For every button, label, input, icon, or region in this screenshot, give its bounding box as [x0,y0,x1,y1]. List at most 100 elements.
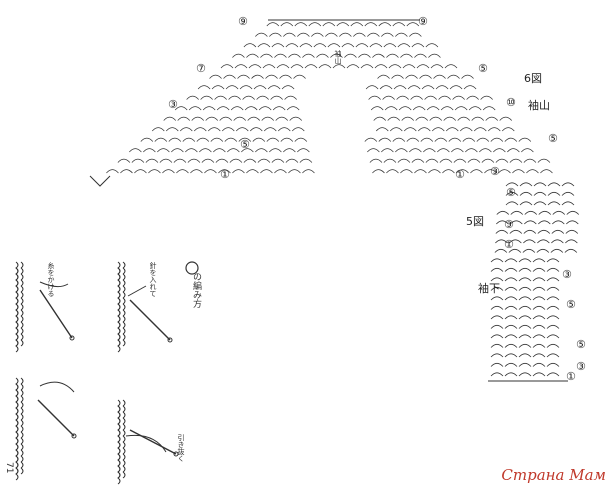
shell-stitch [204,169,217,174]
shell-stitch [532,267,546,272]
shell-stitch [196,137,210,142]
shell-stitch [411,158,425,163]
shell-stitch [280,137,294,142]
shell-stitch [519,182,533,187]
shell-stitch [350,22,364,27]
row-mark: ③ [576,360,586,373]
stitch-column-link [20,339,24,347]
shell-stitch [504,353,518,358]
stitch-column-link [20,267,24,275]
shell-stitch [284,95,297,100]
stitch-column-link [122,309,126,317]
shell-stitch [325,32,338,37]
shell-stitch [171,148,184,153]
shell-stitch [512,169,525,174]
stitch-column-link [20,321,24,329]
stitch-column-link [122,285,126,293]
shell-stitch [504,267,518,272]
shell-stitch [202,106,216,111]
shell-stitch [207,127,221,132]
shell-stitch [266,22,280,27]
shell-stitch [200,95,213,100]
shell-stitch [490,286,504,291]
shell-stitch [252,137,266,142]
shell-stitch [429,116,443,121]
shell-stitch [271,43,285,48]
shell-stitch [565,239,578,244]
row-mark: ③ [562,268,572,281]
shell-stitch [145,158,159,163]
technique-symbol-icon [185,261,199,275]
shell-stitch [372,53,385,58]
shell-stitch [416,64,430,69]
stitch-column-link [20,261,24,269]
shell-stitch [468,106,482,111]
shell-stitch [375,127,389,132]
stitch-column-link [117,471,121,485]
shell-stitch [316,53,329,58]
shell-stitch [302,169,315,174]
shell-stitch [179,127,193,132]
shell-stitch [308,22,322,27]
shell-stitch [532,296,546,301]
shell-stitch [271,158,285,163]
stitch-column-link [122,399,126,407]
shell-stitch [197,85,211,90]
stitch-column-link [122,417,126,425]
shell-stitch [546,296,560,301]
page-number: 71 [4,462,14,474]
shell-stitch [383,43,397,48]
shell-stitch [211,85,225,90]
shell-stitch [532,286,546,291]
shell-stitch [285,43,299,48]
technique-step-2-label: 針を入れて [149,262,157,297]
shell-stitch [313,43,327,48]
shell-stitch [428,169,441,174]
shell-stitch [538,210,552,215]
shell-stitch [228,95,241,100]
crochet-hook-icon [129,429,177,455]
shell-stitch [505,191,519,196]
stitch-column-link [20,443,24,451]
shell-stitch [504,372,518,377]
shell-stitch [448,137,462,142]
shell-stitch [499,116,513,121]
shell-stitch [414,169,427,174]
shell-stitch [540,169,553,174]
shell-stitch [419,74,432,79]
shell-stitch [524,220,537,225]
shell-stitch [243,43,257,48]
stitch-column-link [122,411,126,419]
shell-stitch [532,324,546,329]
shell-stitch [449,85,463,90]
shell-stitch [336,22,350,27]
shell-stitch [224,137,238,142]
shell-stitch [392,137,406,142]
shell-stitch [381,32,394,37]
shell-stitch [504,343,518,348]
shell-stitch [453,158,467,163]
shell-stitch [434,137,448,142]
shell-stitch [561,191,575,196]
shell-stitch [505,182,519,187]
shell-stitch [235,127,249,132]
stitch-column-link [122,453,126,461]
shell-stitch-pattern [106,22,580,377]
shell-stitch [551,229,565,234]
shell-stitch [501,127,515,132]
shell-stitch [248,64,262,69]
shell-stitch [507,148,520,153]
shell-stitch [290,64,304,69]
shell-stitch [566,210,580,215]
yarn-strand [125,434,167,453]
technique-step-3-label: 引き抜く [177,434,185,462]
shell-stitch [537,158,551,163]
stitch-column-link [20,285,24,293]
shell-stitch [367,32,380,37]
shell-stitch [267,85,281,90]
shell-stitch [479,148,492,153]
shell-stitch [383,158,397,163]
shell-stitch [384,106,398,111]
stitch-column-link [20,431,24,439]
stitch-column-link [122,471,126,479]
